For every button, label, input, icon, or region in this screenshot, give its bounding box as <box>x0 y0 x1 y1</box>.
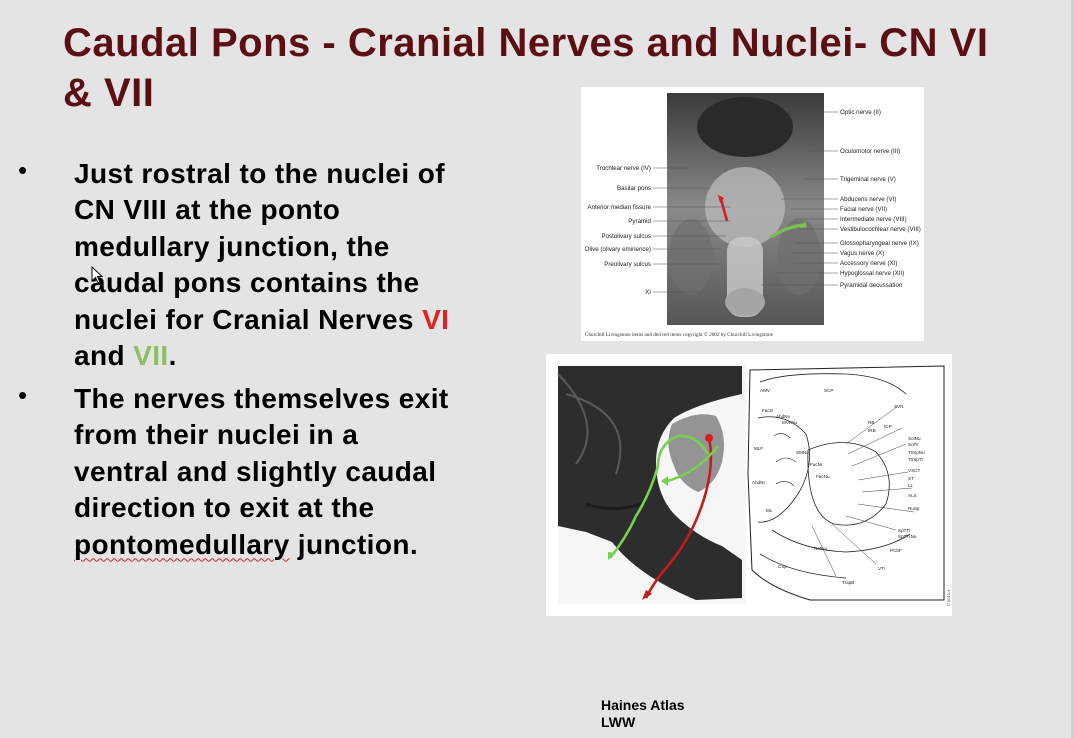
schematic-diagram <box>747 365 945 601</box>
cerebellum-right <box>777 219 821 295</box>
caption-line-1: Haines Atlas <box>601 697 685 713</box>
label-xi: XI <box>645 289 651 296</box>
label-spttr: SpTTr <box>898 528 911 533</box>
bullet-text-2: The nerves themselves exit from their nu… <box>74 381 454 563</box>
bullet-marker: • <box>18 155 28 185</box>
label-hypoglossal: Hypoglossal nerve (XII) <box>840 270 904 277</box>
label-amv: AMV <box>760 388 771 393</box>
label-pcbf: PCbF <box>890 548 902 553</box>
label-facg: FacG <box>762 408 774 413</box>
label-postolivary: Postolivary sulcus <box>601 233 651 240</box>
bullet-1-period: . <box>168 340 177 372</box>
label-rb: RB <box>868 420 874 425</box>
label-facnu: FacNu <box>816 474 830 479</box>
cn-vii-arrow <box>770 223 804 239</box>
label-spttrnu: SpTTrNu <box>898 534 917 539</box>
cn-vi-arrowhead <box>718 195 724 203</box>
label-mlf: MLF <box>754 446 763 451</box>
caudal-pons-section-figure[interactable]: AMV SCP SVN FacG AbdNu MVeNu SMNu MLF IC… <box>546 354 952 616</box>
label-basilar-pons: Basilar pons <box>617 185 651 192</box>
cn-vi-nucleus-marker <box>705 434 713 442</box>
caption-line-2: LWW <box>601 714 636 730</box>
label-ml: ML <box>766 508 773 513</box>
spellcheck-word[interactable]: pontomedullary <box>74 528 290 560</box>
diagram-labels: AMV SCP SVN FacG AbdNu MVeNu SMNu MLF IC… <box>752 388 925 585</box>
label-trisptr: TriSpTr <box>908 457 923 462</box>
label-st: ST <box>908 476 914 481</box>
bullet-2-end: junction. <box>289 528 419 560</box>
cn-vii-label: VII <box>133 340 169 372</box>
bullet-text-1: Just rostral to the nuclei of CN VIII at… <box>74 156 454 374</box>
window-edge <box>1071 0 1074 738</box>
bullet-2-text: The nerves themselves exit from their nu… <box>74 383 449 524</box>
label-abdnu: AbdNu <box>776 414 790 419</box>
label-preolivary: Preolivary sulcus <box>604 261 651 268</box>
cn-vi-pathway-arrowhead <box>642 590 652 600</box>
label-smnu: SMNu <box>796 450 809 455</box>
label-olive: Olive (olivary eminence) <box>585 246 651 253</box>
bullet-1-and: and <box>74 340 134 372</box>
label-vtr: VTr <box>878 566 886 571</box>
mouse-pointer-icon <box>91 266 103 284</box>
label-pyramid: Pyramid <box>628 218 651 225</box>
label-oculomotor: Oculomotor nerve (III) <box>840 148 900 155</box>
label-optic: Optic nerve (II) <box>840 109 881 116</box>
section-photo-dark <box>558 366 742 600</box>
bullet-marker: • <box>18 380 28 410</box>
photo-dark-region <box>697 97 793 157</box>
right-leader-lines <box>761 111 838 286</box>
label-facial: Facial nerve (VII) <box>840 206 887 213</box>
label-accessory: Accessory nerve (XI) <box>840 260 897 267</box>
bullet-1-text: Just rostral to the nuclei of CN VIII at… <box>74 158 445 335</box>
left-leader-lines <box>653 167 731 293</box>
label-als: ALS <box>908 493 917 498</box>
cn-vii-genu-arrowhead <box>661 476 668 486</box>
label-csp: CSp <box>778 564 787 569</box>
label-irb: IRB <box>868 428 876 433</box>
label-intermediate: Intermediate nerve (VIII) <box>840 216 907 223</box>
label-abducens: Abducens nerve (VI) <box>840 196 896 203</box>
cn-vi-arrow <box>719 198 729 222</box>
label-icp: ICP <box>884 424 892 429</box>
cerebellum-left <box>669 219 713 295</box>
slide-title: Caudal Pons - Cranial Nerves and Nuclei-… <box>63 21 989 115</box>
label-vagus: Vagus nerve (X) <box>840 250 884 257</box>
label-glossopharyngeal: Glossopharyngeal nerve (IX) <box>840 240 919 247</box>
decussation-region <box>725 288 765 316</box>
label-facnr: FacNr <box>810 462 823 467</box>
label-ll: LL <box>908 483 914 488</box>
label-vestibulocochlear: Vestibulocochlear nerve (VIII) <box>840 226 921 233</box>
label-vsct: VSCT <box>908 468 920 473</box>
cn-vi-pathway <box>644 437 713 599</box>
cn-vi-label: VI <box>422 303 450 335</box>
label-trochlear: Trochlear nerve (IV) <box>596 165 651 172</box>
label-trispnu: TriSpNu <box>908 450 925 455</box>
label-trigeminal: Trigeminal nerve (V) <box>840 176 896 183</box>
label-pyramidal-decussation: Pyramidal decussation <box>840 282 903 289</box>
label-svn: SVN <box>894 404 903 409</box>
label-scp: SCP <box>824 388 833 393</box>
figure-side-code: C 0013-4 <box>946 589 951 606</box>
label-abdnr: AbdNr <box>752 480 765 485</box>
left-labels: Trochlear nerve (IV) Basilar pons Anteri… <box>585 165 652 296</box>
label-rusp: RuSp <box>908 506 920 511</box>
label-soltr: SolTr <box>908 442 919 447</box>
label-retnu: RetNu <box>814 546 827 551</box>
cn-vii-pathway-arrowhead <box>608 552 616 560</box>
label-trapb: TrapB <box>842 580 854 585</box>
brainstem-ventral-figure[interactable]: Trochlear nerve (IV) Basilar pons Anteri… <box>581 87 924 341</box>
right-labels: Optic nerve (II) Oculomotor nerve (III) … <box>840 109 921 289</box>
cn-vii-arrowhead <box>800 221 807 228</box>
label-anterior-fissure: Anterior median fissure <box>587 204 651 211</box>
pons-region <box>705 167 785 247</box>
label-solnu: SolNu <box>908 436 921 441</box>
label-mvenu: MVeNu <box>782 420 798 425</box>
figure-caption: Haines Atlas LWW <box>601 697 685 731</box>
figure-copyright: Churchill Livingstone items and derived … <box>585 331 774 338</box>
cn-vii-pathway <box>608 434 720 559</box>
